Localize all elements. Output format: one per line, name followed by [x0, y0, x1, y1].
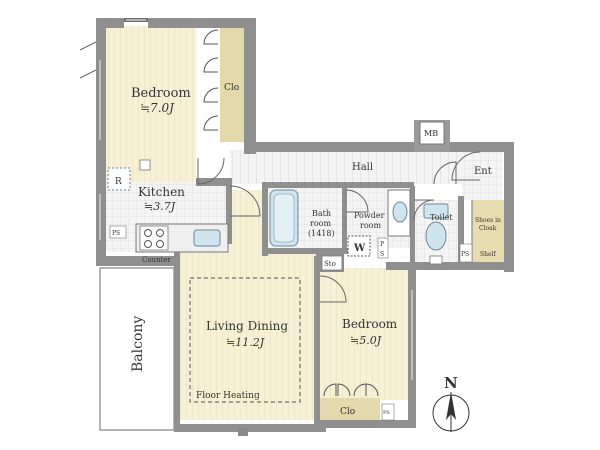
- bedroom2-name: Bedroom: [342, 317, 398, 331]
- p-label: P: [380, 241, 384, 248]
- kitchen-name: Kitchen: [138, 185, 185, 199]
- wall-closet-right: [244, 18, 256, 154]
- wall-living-left: [174, 252, 180, 432]
- wall-living-bottom: [174, 424, 326, 432]
- wall-bed2-bottom: [314, 420, 414, 428]
- door-balcony[interactable]: [79, 41, 97, 79]
- ps-small-label: PS: [383, 410, 390, 416]
- washer-label: W: [353, 243, 366, 254]
- door-entrance[interactable]: [451, 151, 481, 181]
- door-bath[interactable]: [345, 189, 369, 213]
- wall-top-left: [96, 18, 124, 28]
- sto-box: [321, 255, 343, 271]
- bedroom2-area: ≒5.0J: [350, 334, 382, 347]
- ps-right-label: PS: [461, 251, 469, 258]
- clo-bottom-label: Clo: [340, 407, 355, 417]
- balcony-floor: [99, 267, 175, 431]
- wall-bath-bottom: [262, 248, 352, 254]
- entrance-label: Ent: [474, 166, 492, 177]
- balcony-drain: [238, 428, 248, 436]
- fixtures: [107, 159, 473, 436]
- door-bedroom2[interactable]: [319, 275, 347, 303]
- sto-label: Sto: [324, 260, 336, 268]
- wall-left-bedroom: [96, 18, 106, 264]
- wall-kitchen-right: [226, 186, 232, 244]
- powder-line2: room: [360, 221, 381, 230]
- wall-powder-right: [410, 186, 415, 266]
- compass: N: [432, 374, 470, 432]
- living-area: ≒11.2J: [226, 336, 265, 349]
- north-label: N: [444, 374, 458, 392]
- wall-bath-top: [264, 182, 414, 188]
- toilet-icon: [425, 221, 447, 251]
- entrance-floor: [462, 150, 502, 200]
- wall-kitchen-bottom: [96, 256, 180, 266]
- wall-right: [504, 142, 514, 272]
- bedroom1-area: ≒7.0J: [140, 101, 175, 115]
- fridge-label: R: [115, 177, 122, 187]
- sink-icon: [193, 229, 221, 247]
- toilet-small-sink: [429, 255, 443, 265]
- powder-name: Powder: [354, 211, 385, 220]
- closet-bottom-floor: [320, 398, 380, 422]
- floor-heating-area: [189, 277, 301, 403]
- shoes-closet-floor: [472, 200, 504, 262]
- wall-hall-top: [244, 142, 416, 152]
- stove-icon: [139, 225, 169, 251]
- washer-box: [347, 235, 371, 257]
- ps-left-label: PS: [112, 230, 120, 237]
- door-bedroom1[interactable]: [197, 157, 225, 185]
- toilet-label: Toilet: [430, 213, 453, 222]
- windows: [99, 19, 413, 380]
- shoes-line2: Cloak: [479, 225, 497, 232]
- bedroom1-floor: [104, 26, 196, 182]
- fridge-box: [107, 167, 131, 191]
- bath-line2: room: [310, 219, 331, 228]
- s-label: S: [380, 251, 384, 258]
- closet-top-floor: [220, 26, 244, 142]
- bedroom1-name: Bedroom: [131, 86, 191, 101]
- living-name: Living Dining: [206, 319, 288, 333]
- door-toilet[interactable]: [413, 199, 435, 221]
- bedroom1-corner-mark: [139, 159, 151, 171]
- door-kitchen[interactable]: [229, 185, 261, 217]
- mb-box: [419, 121, 445, 145]
- balcony-label: Balcony: [130, 316, 146, 372]
- floors: [99, 26, 504, 431]
- doors: [79, 41, 481, 303]
- small-labels: Clo Clo MB R PS PS PS Counter Sto W Shel…: [112, 83, 496, 417]
- clo-top-label: Clo: [224, 83, 239, 93]
- wall-bed2-left: [314, 256, 320, 432]
- wall-bath-div: [342, 186, 347, 254]
- kitchen-area: ≒3.7J: [144, 200, 176, 213]
- living-floor: [178, 252, 316, 420]
- washbasin-icon: [392, 201, 408, 223]
- closet-doors-top: [203, 29, 219, 131]
- ps-right-box: [459, 243, 473, 263]
- door-hall[interactable]: [433, 161, 457, 185]
- room-labels: Bedroom ≒7.0J Kitchen ≒3.7J Living Dinin…: [130, 86, 501, 372]
- wall-toilet-right: [458, 196, 464, 266]
- shoes-line1: Shoes in: [475, 217, 501, 224]
- bedroom2-floor: [318, 268, 410, 400]
- closet-doors-bottom: [323, 383, 379, 397]
- hall-floor: [230, 150, 462, 184]
- floor-heating-label: Floor Heating: [196, 391, 260, 401]
- wall-bedroom1-bottom: [196, 178, 232, 186]
- shelf-label: Shelf: [480, 251, 496, 258]
- counter-label: Counter: [142, 256, 172, 264]
- mb-label: MB: [424, 129, 438, 138]
- bath-name: Bath: [312, 209, 331, 218]
- toilet-tank: [423, 203, 449, 219]
- ps-left-box: [109, 225, 127, 239]
- bath-size: (1418): [308, 229, 335, 238]
- wall-ent-top: [450, 142, 514, 152]
- ps-bottom-box: [381, 403, 395, 421]
- hall-label: Hall: [352, 162, 373, 173]
- wall-bath-left: [262, 182, 268, 256]
- ps-powder-box: [377, 237, 389, 259]
- wall-top-mid: [148, 18, 254, 28]
- living-floor-ext: [230, 190, 266, 252]
- wall-right-bottom: [386, 262, 514, 270]
